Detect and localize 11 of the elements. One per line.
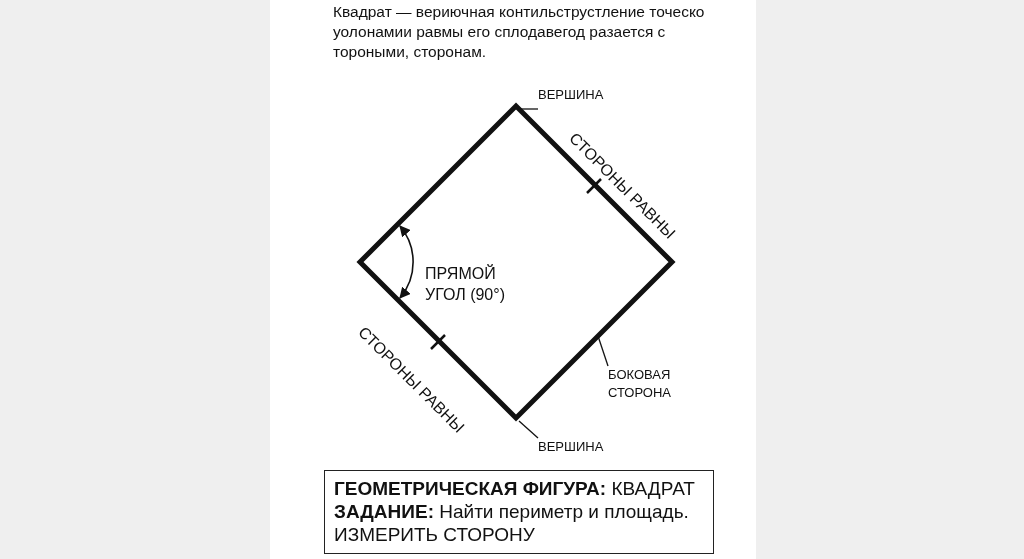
leader-line (597, 335, 609, 367)
leader-line (518, 420, 539, 439)
task-text: ЗАДАНИЕ: Найти периметр и площадь. (334, 500, 690, 523)
side-label: БОКОВАЯ СТОРОНА (608, 366, 708, 402)
task-text: ГЕОМЕТРИЧЕСКАЯ ФИГУРА: КВАДРАТ (334, 477, 696, 500)
task-text: ИЗМЕРИТЬ СТОРОНУ (334, 523, 536, 546)
vertex-label: ВЕРШИНА (538, 438, 628, 456)
intro-paragraph: Квадрат — вериючная контильструстление точеско уолонамии равмы его сплодавегод разается с тороными, сторонам. (333, 2, 706, 62)
angle-label: ПРЯМОЙ УГОЛ (90°) (425, 263, 506, 305)
task-card (324, 470, 714, 554)
vertex-label: ВЕРШИНА (538, 86, 628, 104)
